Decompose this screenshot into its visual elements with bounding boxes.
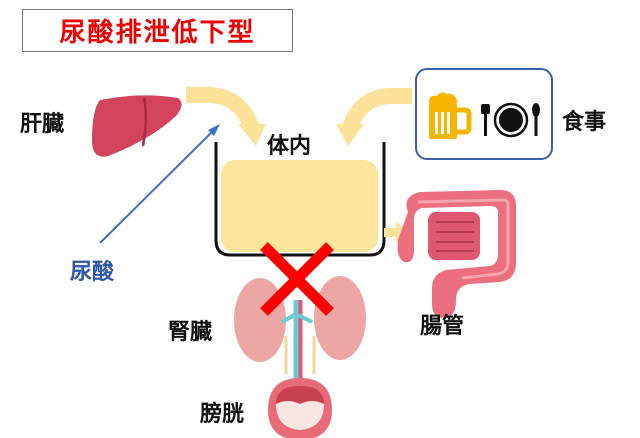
uric-acid-arrow-icon bbox=[99, 124, 220, 244]
intestine-icon bbox=[397, 190, 516, 318]
red-x-icon bbox=[260, 242, 334, 316]
liver-label: 肝臓 bbox=[20, 112, 65, 137]
fork-plate-spoon-icon bbox=[481, 102, 540, 138]
diagram-title: 尿酸排泄低下型 bbox=[59, 18, 256, 48]
bladder-label: 膀胱 bbox=[200, 402, 245, 427]
liver-icon bbox=[92, 95, 182, 157]
kidney-label: 腎臓 bbox=[168, 320, 213, 345]
body-container bbox=[214, 142, 386, 257]
bladder-icon bbox=[268, 378, 332, 438]
uric-acid-label: 尿酸 bbox=[70, 260, 115, 285]
beer-mug-icon bbox=[429, 92, 472, 139]
title-box: 尿酸排泄低下型 bbox=[22, 9, 293, 52]
meal-label: 食事 bbox=[562, 110, 607, 135]
kidneys-icon bbox=[234, 276, 366, 380]
meal-box bbox=[415, 68, 553, 160]
meal-to-body-arrow-icon bbox=[336, 88, 412, 146]
intestine-label: 腸管 bbox=[420, 314, 465, 339]
body-label: 体内 bbox=[267, 134, 312, 159]
liver-to-body-arrow-icon bbox=[186, 87, 266, 146]
